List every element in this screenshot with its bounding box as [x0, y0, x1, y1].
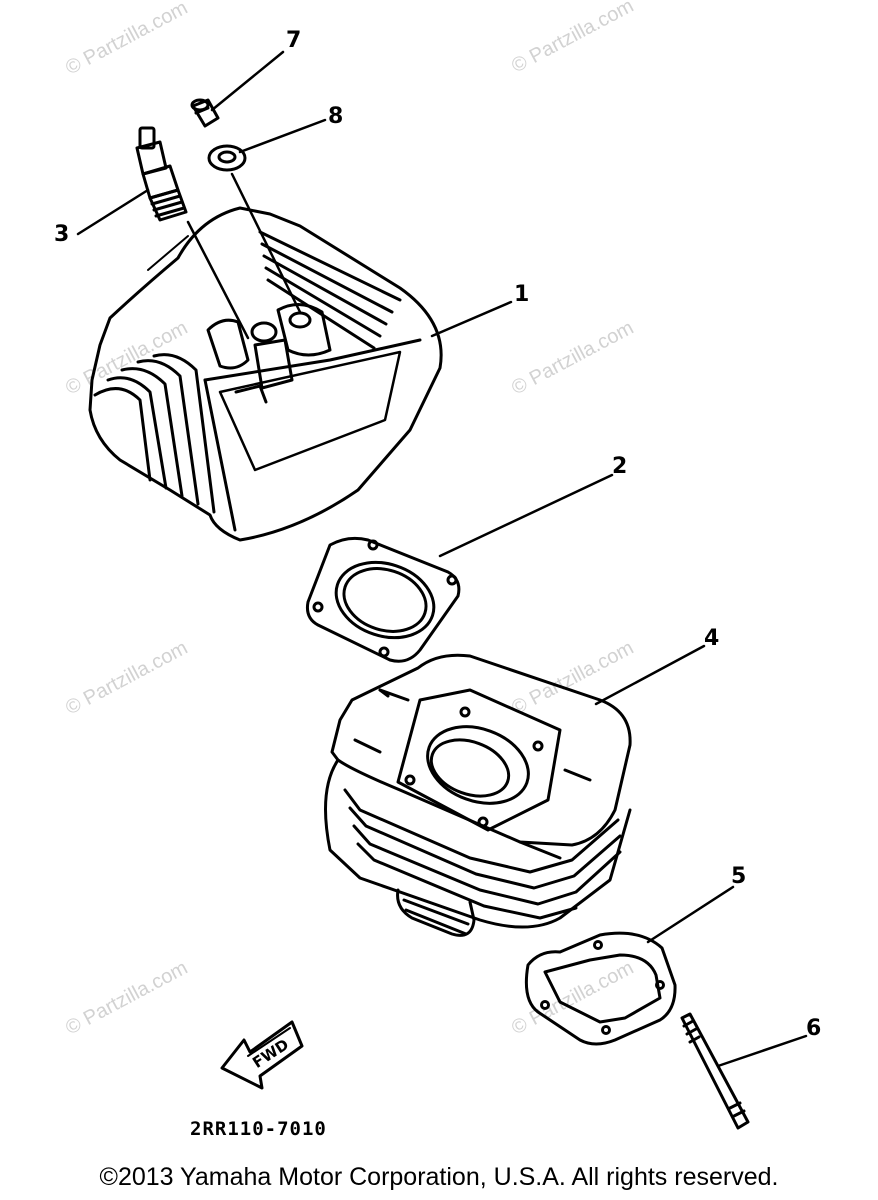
- callout-4: 4: [704, 626, 720, 651]
- callout-7: 7: [286, 28, 302, 53]
- callout-2: 2: [612, 454, 628, 479]
- part-6-stud-bolt: [680, 1012, 750, 1130]
- part-5-base-gasket: [524, 931, 677, 1046]
- part-3-spark-plug: [135, 126, 188, 222]
- part-8-washer: [207, 144, 247, 172]
- copyright-notice: ©2013 Yamaha Motor Corporation, U.S.A. A…: [99, 1163, 779, 1191]
- callout-3: 3: [54, 222, 70, 247]
- part-2-head-gasket: [306, 536, 461, 663]
- diagram-code: 2RR110-7010: [190, 1118, 327, 1140]
- leader-lines: [76, 50, 808, 1068]
- callout-6: 6: [806, 1016, 822, 1041]
- part-1-cylinder-head: [88, 206, 443, 542]
- callout-5: 5: [731, 864, 747, 889]
- part-4-cylinder: [324, 653, 632, 937]
- fwd-arrow-icon: FWD: [220, 1020, 304, 1090]
- callout-1: 1: [514, 282, 530, 307]
- callout-8: 8: [328, 104, 344, 129]
- part-7-nut: [190, 98, 220, 128]
